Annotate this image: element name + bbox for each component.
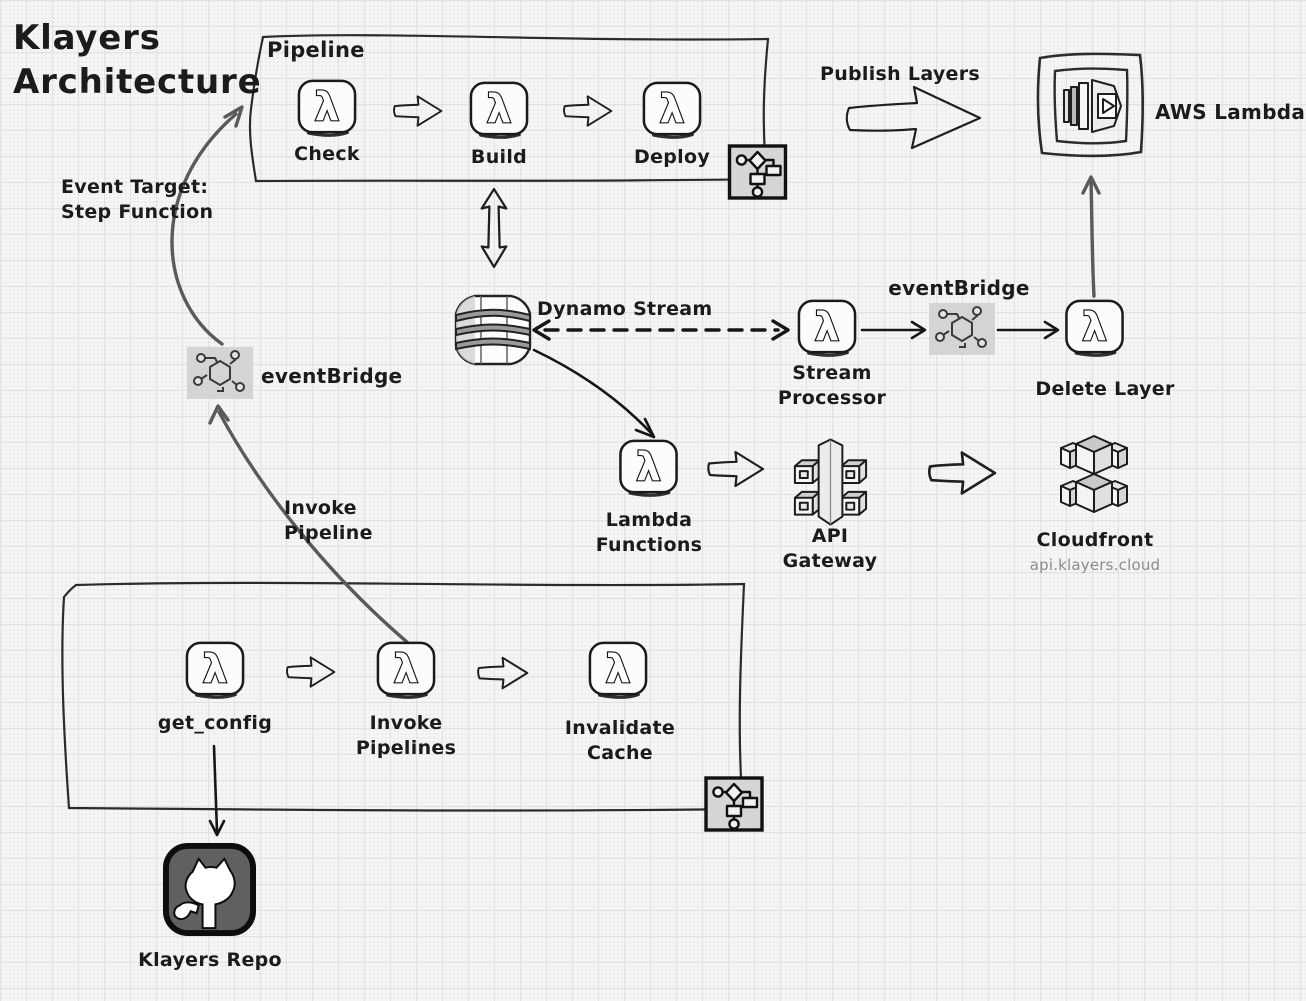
api-gateway-icon (787, 436, 874, 528)
lambda-icon-deploy (641, 80, 703, 140)
invokepipelines-to-eventbridge-arrow (208, 404, 409, 644)
pipeline-box-label: Pipeline (267, 38, 365, 62)
lambda-icon-get-config (184, 640, 246, 700)
cloudfront-domain: api.klayers.cloud (1029, 556, 1161, 574)
eventbridge-icon-left (187, 347, 253, 399)
arrow-getconfig-to-invoke (285, 654, 337, 690)
publish-layers-label: Publish Layers (819, 63, 981, 85)
cloudfront-icon (1049, 434, 1139, 514)
get-config-label: get_config (157, 712, 273, 734)
event-target-note: Event Target: Step Function (61, 176, 214, 224)
arrow-build-to-deploy (562, 93, 614, 129)
arrow-lambdafn-to-apigw (706, 448, 766, 490)
klayers-repo-label: Klayers Repo (138, 949, 282, 971)
dynamodb-icon (451, 291, 535, 369)
invalidate-cache-label: Invalidate Cache (564, 717, 676, 765)
eventbridge-icon-right (929, 303, 995, 355)
delete-layer-label: Delete Layer (1035, 378, 1175, 400)
arrow-pipeline-dynamo-double (478, 186, 510, 270)
dynamo-stream-arrow (532, 319, 790, 341)
stream-to-delete-arrows (860, 320, 1060, 340)
eventbridge-left-label: eventBridge (261, 364, 403, 388)
lambda-icon-delete-layer (1063, 298, 1126, 358)
invoke-pipeline-note: Invoke Pipeline (284, 497, 373, 545)
deploy-label: Deploy (633, 146, 711, 168)
cloudfront-label: Cloudfront (1036, 529, 1154, 551)
check-label: Check (294, 143, 360, 165)
diagram-title: Klayers Architecture (13, 18, 262, 103)
dynamo-to-lambdafn-arrow (532, 348, 656, 439)
arrow-check-to-build (392, 93, 444, 129)
aws-lambda-service-icon (1028, 42, 1152, 170)
arrow-invoke-to-invalidate (476, 654, 530, 692)
github-icon (162, 842, 257, 937)
lambda-icon-invoke-pipelines (375, 640, 437, 700)
step-functions-icon-pipeline (727, 144, 788, 200)
arrow-apigw-to-cloudfront (925, 449, 1000, 497)
lambda-icon-invalidate-cache (587, 640, 649, 700)
publish-layers-arrow (845, 85, 982, 150)
dynamo-stream-label: Dynamo Stream (537, 298, 713, 320)
step-functions-icon-bottom (704, 776, 764, 832)
build-label: Build (470, 146, 528, 168)
stream-processor-label: Stream Processor (777, 362, 887, 410)
delete-to-awslambda-arrow (1081, 175, 1101, 298)
api-gateway-label: API Gateway (782, 525, 878, 573)
lambda-icon-lambda-functions (617, 438, 680, 498)
aws-lambda-label: AWS Lambda (1155, 100, 1306, 124)
lambda-icon-stream-processor (795, 298, 859, 358)
lambda-functions-label: Lambda Functions (595, 509, 703, 557)
eventbridge-to-pipeline-arrow (170, 105, 244, 346)
getconfig-to-github-arrow (208, 744, 226, 837)
eventbridge-right-label: eventBridge (888, 276, 1030, 300)
lambda-icon-build (468, 80, 530, 140)
lambda-icon-check (296, 78, 358, 138)
invoke-pipelines-label: Invoke Pipelines (355, 712, 457, 760)
